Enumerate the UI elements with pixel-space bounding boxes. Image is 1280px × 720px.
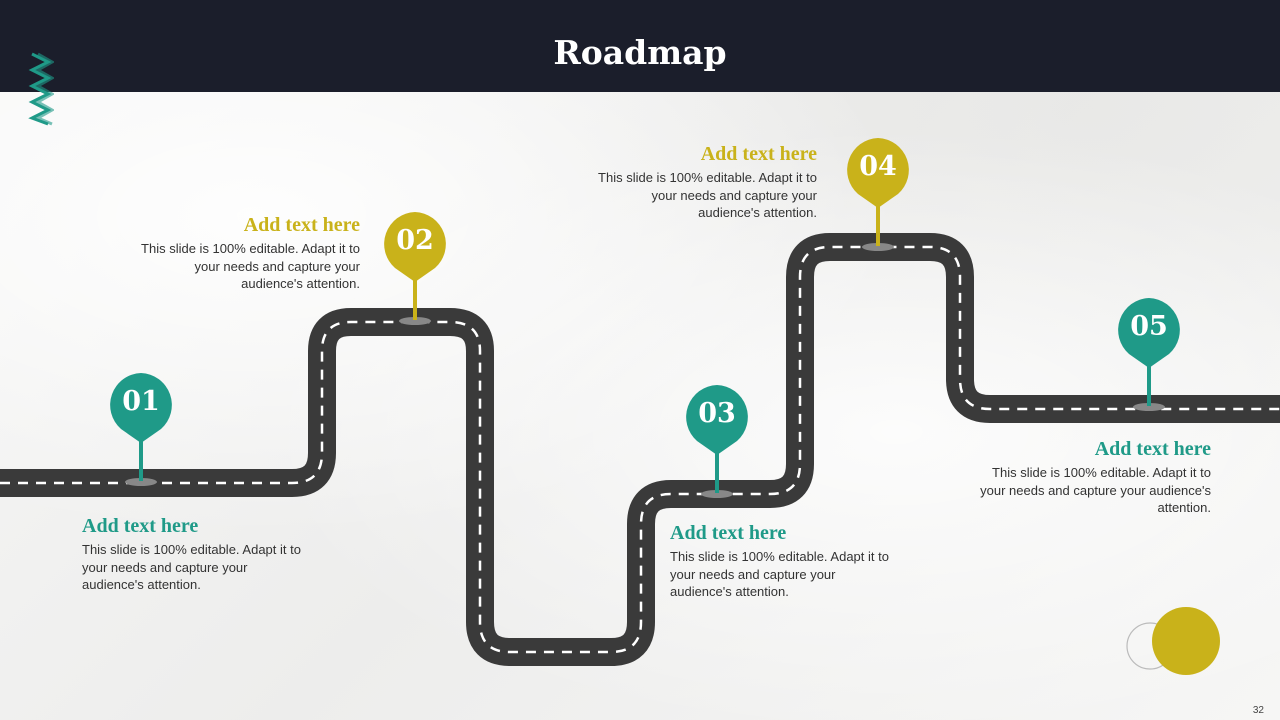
map-pin-icon <box>110 373 172 486</box>
milestone-body: This slide is 100% editable. Adapt it to… <box>141 241 360 291</box>
milestone-text-01: Add text here This slide is 100% editabl… <box>82 515 302 594</box>
milestone-text-05: Add text here This slide is 100% editabl… <box>980 438 1211 517</box>
milestone-heading: Add text here <box>243 214 360 236</box>
circle-decoration-icon <box>1126 607 1220 675</box>
milestone-number-05: 05 <box>1130 311 1168 342</box>
milestone-number-02: 02 <box>396 225 434 256</box>
map-pin-icon <box>847 138 909 251</box>
header-bar <box>0 0 1280 92</box>
milestone-body: This slide is 100% editable. Adapt it to… <box>598 170 817 220</box>
milestone-number-01: 01 <box>122 386 160 417</box>
milestone-heading: Add text here <box>670 522 787 544</box>
milestone-text-03: Add text here This slide is 100% editabl… <box>670 522 890 601</box>
slide-title: Roadmap <box>553 33 727 72</box>
milestone-number-04: 04 <box>859 151 897 182</box>
milestone-text-04: Add text here This slide is 100% editabl… <box>587 143 817 222</box>
map-pin-icon <box>1118 298 1180 411</box>
page-number: 32 <box>1252 705 1264 716</box>
road-center-line <box>0 245 1280 654</box>
milestone-heading: Add text here <box>700 143 817 165</box>
milestone-body: This slide is 100% editable. Adapt it to… <box>670 549 889 599</box>
milestone-text-02: Add text here This slide is 100% editabl… <box>130 214 360 293</box>
milestone-body: This slide is 100% editable. Adapt it to… <box>82 542 301 592</box>
milestone-heading: Add text here <box>1094 438 1211 460</box>
zigzag-pattern-icon <box>28 52 54 126</box>
milestone-number-03: 03 <box>698 398 736 429</box>
map-pin-icon <box>384 212 446 325</box>
map-pin-icon <box>686 385 748 498</box>
milestone-body: This slide is 100% editable. Adapt it to… <box>980 465 1211 515</box>
milestone-heading: Add text here <box>82 515 199 537</box>
